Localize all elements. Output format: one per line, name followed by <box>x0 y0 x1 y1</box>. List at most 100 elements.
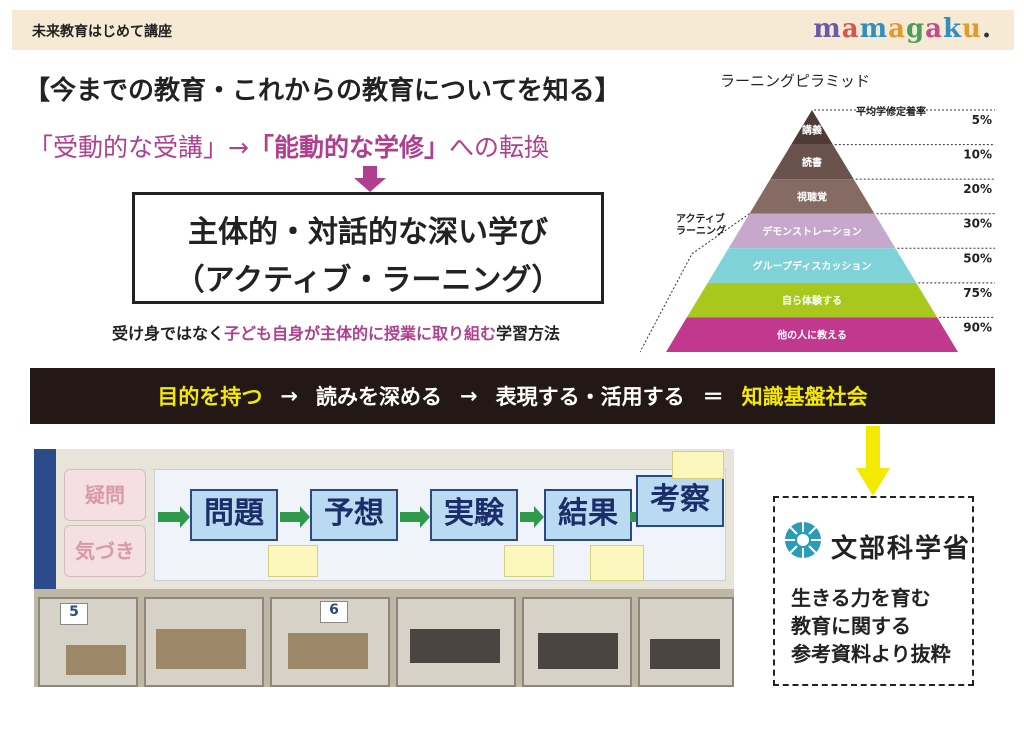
logo-letter: a <box>841 14 860 44</box>
cabinet <box>144 597 264 687</box>
pyramid-level-label: 視聴覚 <box>796 190 827 203</box>
sticky-note <box>504 545 554 577</box>
active-learning-side-label: アクティブ ラーニング <box>676 214 726 238</box>
cabinet <box>638 597 734 687</box>
pyramid-band <box>791 110 833 145</box>
active-learning-subtitle: （アクティブ・ラーニング） <box>174 263 562 298</box>
pyramid-level: グループディスカッション 50% <box>707 247 995 283</box>
pink-card-question: 疑問 <box>64 469 146 521</box>
pyramid-band <box>686 282 938 318</box>
pyramid-level-label: デモンストレーション <box>762 225 862 238</box>
pyramid-band <box>728 213 896 249</box>
green-arrow-icon <box>400 506 430 528</box>
learning-pyramid: 講義 5% 読書 10% 視聴覚 20% デモンストレーション 30% グループディスカッション… <box>640 109 995 353</box>
learning-method-note: 受け身ではなく子ども自身が主体的に授業に取り組む学習方法 <box>112 320 560 344</box>
mext-text-line3: 参考資料より抜粋 <box>791 642 951 666</box>
sticky-note <box>590 545 644 581</box>
classroom-photo: 疑問 気づき 問題 予想 実験 結果 考察 5 6 <box>34 449 734 687</box>
cabinet-number-tag: 5 <box>60 603 88 625</box>
pyramid-rate: 5% <box>972 113 992 127</box>
cabinet <box>396 597 516 687</box>
process-bar: 目的を持つ → 読みを深める → 表現する・活用する ＝ 知識基盤社会 <box>30 368 995 424</box>
mext-name: 文部科学省 <box>831 534 972 564</box>
pyramid-rate: 30% <box>963 217 992 231</box>
pyramid-rate: 10% <box>963 148 992 162</box>
logo-letter: k <box>943 14 963 44</box>
wall-edge <box>34 449 56 589</box>
active-learning-box: 主体的・対話的な深い学び （アクティブ・ラーニング） <box>132 192 604 304</box>
logo-letter: g <box>905 14 926 44</box>
pyramid-rate: 75% <box>963 286 992 300</box>
mext-text-line1: 生きる力を育む <box>791 586 931 610</box>
note-part-1: 受け身ではなく <box>112 324 225 343</box>
green-arrow-icon <box>520 506 544 528</box>
card-consideration: 考察 <box>636 475 724 527</box>
pyramid-level-label: 自ら体験する <box>782 294 842 307</box>
logo-letter: . <box>981 14 992 44</box>
active-label-line1: アクティブ <box>676 214 725 225</box>
pyramid-level-label: グループディスカッション <box>753 260 872 273</box>
process-equals: ＝ <box>702 385 724 409</box>
shift-conversion: への転換 <box>448 133 549 162</box>
logo-letter: m <box>859 14 889 44</box>
main-heading: 【今までの教育・これからの教育についてを知る】 <box>24 76 621 106</box>
mext-emblem-icon <box>785 522 821 558</box>
process-step-purpose: 目的を持つ <box>157 385 263 409</box>
process-result: 知識基盤社会 <box>741 385 868 409</box>
green-arrow-icon <box>280 506 310 528</box>
pyramid-rate: 50% <box>963 251 992 265</box>
shift-passive: 「受動的な受講」→ <box>28 133 249 162</box>
logo-letter: u <box>962 14 982 44</box>
shift-statement: 「受動的な受講」→「能動的な学修」への転換 <box>28 128 549 164</box>
cabinet <box>522 597 632 687</box>
pyramid-level-label: 講義 <box>802 123 822 136</box>
card-problem: 問題 <box>190 489 278 541</box>
pyramid-level: 視聴覚 20% <box>749 178 995 214</box>
card-experiment: 実験 <box>430 489 518 541</box>
pyramid-level: 講義 5% <box>791 109 995 145</box>
sticky-note <box>672 451 724 479</box>
mext-reference-box: 文部科学省 生きる力を育む 教育に関する 参考資料より抜粋 <box>773 496 974 686</box>
logo-letter: a <box>888 14 906 44</box>
pyramid-level: 自ら体験する 75% <box>686 282 995 318</box>
mext-text-line2: 教育に関する <box>791 614 911 638</box>
active-learning-title: 主体的・対話的な深い学び <box>188 215 548 250</box>
pyramid-band <box>749 179 875 214</box>
header-bar: 未来教育はじめて講座 mamagaku. <box>12 10 1014 50</box>
pyramid-level: デモンストレーション 30% <box>728 213 995 249</box>
yellow-down-arrow-icon <box>856 426 890 496</box>
pyramid-band <box>770 144 854 180</box>
card-prediction: 予想 <box>310 489 398 541</box>
pyramid-band <box>707 248 917 283</box>
cabinet <box>38 597 138 687</box>
card-result: 結果 <box>544 489 632 541</box>
logo-letter: m <box>813 14 842 44</box>
pyramid-rate-header: 平均学修定着率 <box>856 107 926 118</box>
note-highlight: 子ども自身が主体的に授業に取り組む <box>224 324 497 343</box>
pyramid-level-label: 読書 <box>802 156 822 169</box>
pyramid-title: ラーニングピラミッド <box>720 72 871 90</box>
pyramid-level: 読書 10% <box>770 144 995 180</box>
pyramid-level: 他の人に教える 90% <box>666 316 995 352</box>
process-step-reading: 読みを深める <box>316 385 442 409</box>
logo-letter: a <box>925 14 944 44</box>
pyramid-rate: 20% <box>963 182 992 196</box>
mext-description: 生きる力を育む 教育に関する 参考資料より抜粋 <box>791 584 951 668</box>
mamagaku-logo: mamagaku. <box>813 14 992 44</box>
process-arrow-1: → <box>280 384 298 408</box>
process-arrow-2: → <box>460 384 478 408</box>
down-arrow-icon <box>354 166 386 192</box>
header-title: 未来教育はじめて講座 <box>32 24 172 40</box>
active-label-line2: ラーニング <box>676 226 726 237</box>
cabinet-number-tag: 6 <box>320 601 348 623</box>
green-arrow-icon <box>158 506 190 528</box>
sticky-note <box>268 545 318 577</box>
note-part-3: 学習方法 <box>496 324 561 343</box>
shift-active: 「能動的な学修」 <box>248 133 449 162</box>
pyramid-band <box>666 317 958 352</box>
active-learning-bracket <box>640 213 750 353</box>
pyramid-rate: 90% <box>963 320 992 334</box>
process-step-expression: 表現する・活用する <box>495 385 685 409</box>
pyramid-level-label: 他の人に教える <box>776 329 847 342</box>
pink-card-notice: 気づき <box>64 525 146 577</box>
